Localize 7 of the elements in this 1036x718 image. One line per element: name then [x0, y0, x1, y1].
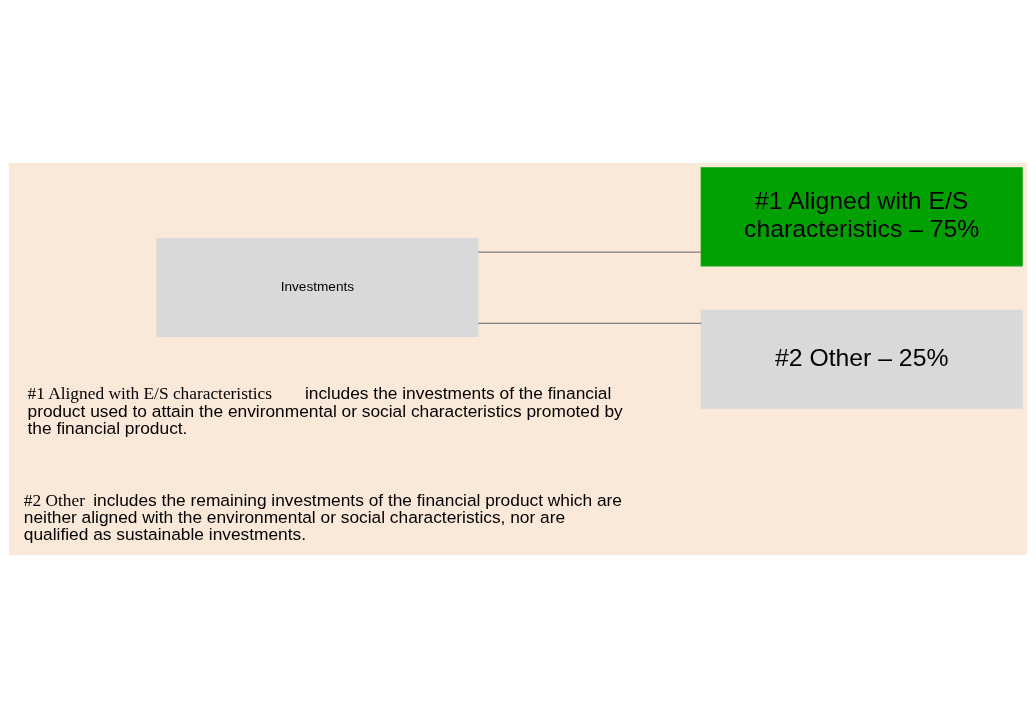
- label: #2 Other includes the remaining investments of the financial product which are neither aligned with the environmental or social characteristics, nor are qualified as sustainable investments.: [23, 489, 622, 545]
- node-box: #2 Other – 25%: [700, 309, 1023, 409]
- node-box: Investments: [156, 237, 479, 337]
- connector: [477, 251, 702, 253]
- connector: [477, 322, 702, 324]
- label: #1 Aligned with E/S characteristics includes the investments of the financial product used to attain the environmental or social characteristics promoted by the financial product.: [27, 383, 623, 438]
- node-box: #1 Aligned with E/S characteristics – 75%: [700, 167, 1023, 267]
